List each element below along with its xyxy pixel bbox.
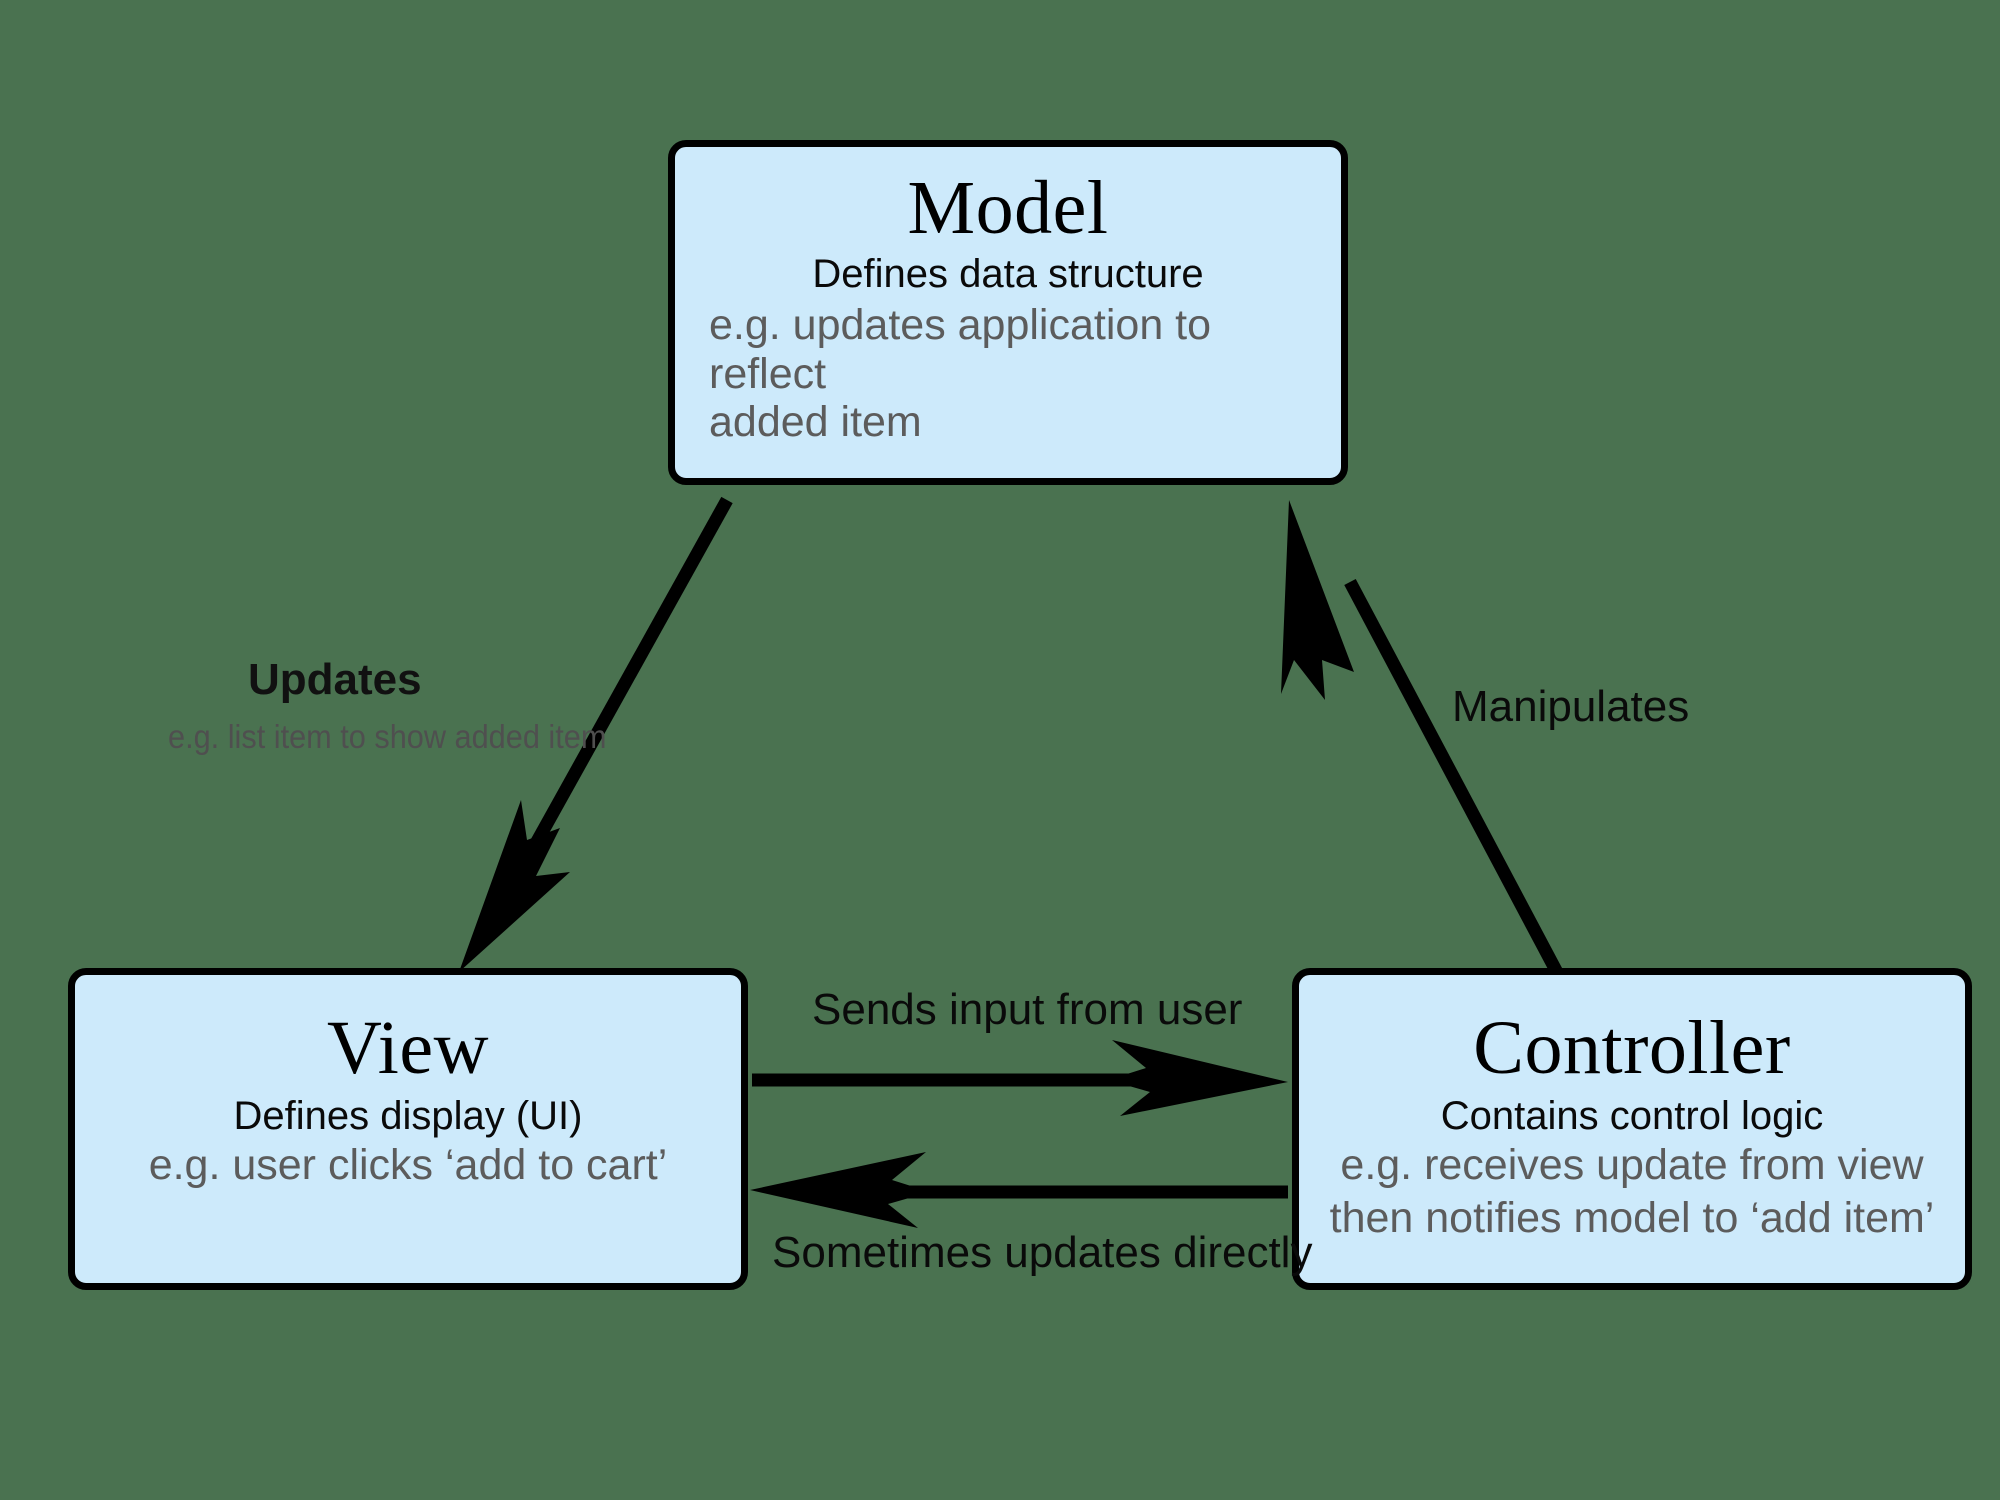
node-model[interactable]: Model Defines data structure e.g. update… xyxy=(668,140,1348,485)
node-controller-title: Controller xyxy=(1473,1006,1791,1090)
node-view-subtitle: Defines display (UI) xyxy=(233,1094,583,1139)
node-controller-subtitle: Contains control logic xyxy=(1440,1094,1824,1139)
node-view-example-line1: e.g. user clicks ‘add to cart’ xyxy=(148,1141,668,1190)
node-controller-example-line2: then notifies model to ‘add item’ xyxy=(1329,1193,1935,1242)
node-view-title: View xyxy=(326,1006,490,1090)
arrow-controller-to-model xyxy=(1281,500,1566,982)
edge-label-sometimes-updates: Sometimes updates directly xyxy=(772,1228,1313,1277)
arrow-view-to-controller xyxy=(752,1040,1288,1116)
node-model-subtitle: Defines data structure xyxy=(812,252,1204,297)
edge-label-sends-input: Sends input from user xyxy=(812,985,1243,1034)
node-model-example-line2: added item xyxy=(709,397,922,446)
node-controller[interactable]: Controller Contains control logic e.g. r… xyxy=(1292,968,1972,1290)
node-view[interactable]: View Defines display (UI) e.g. user clic… xyxy=(68,968,748,1290)
node-model-title: Model xyxy=(907,166,1109,250)
node-model-example-line1: e.g. updates application to reflect xyxy=(709,301,1212,398)
arrow-model-to-view xyxy=(459,496,733,972)
edge-label-manipulates: Manipulates xyxy=(1452,682,1690,731)
node-controller-example-line1: e.g. receives update from view xyxy=(1340,1141,1924,1190)
edge-sublabel-updates: e.g. list item to show added item xyxy=(168,718,607,755)
edge-label-updates: Updates xyxy=(248,655,422,704)
arrow-controller-to-view xyxy=(750,1152,1288,1228)
